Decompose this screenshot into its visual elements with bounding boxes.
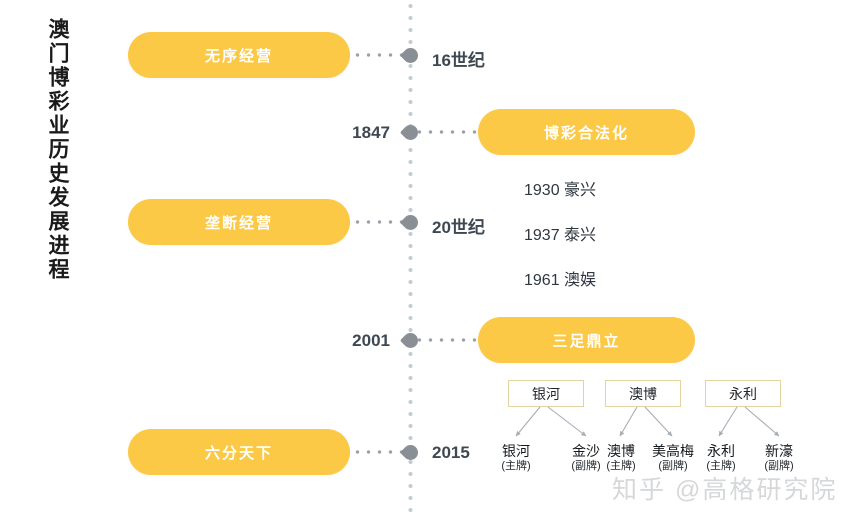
milestone-pill-label: 三足鼎立 xyxy=(552,332,621,350)
license-leaf-name: 新濠 xyxy=(765,443,793,459)
connector-row-3 xyxy=(352,220,408,224)
license-leaf-sub: (副牌) xyxy=(571,460,601,473)
timeline-node-row-5 xyxy=(399,441,422,464)
era-label-row-4: 2001 xyxy=(352,331,390,350)
connector-row-4 xyxy=(414,338,478,342)
license-leaf-sub: (主牌) xyxy=(501,460,531,473)
license-leaf-name: 永利 xyxy=(707,443,735,459)
timeline-axis xyxy=(408,0,413,515)
milestone-pill-label: 博彩合法化 xyxy=(543,124,629,142)
era-label-wrap-row-4: 2001 xyxy=(250,331,390,351)
license-leaf-wynn: 永利 (主牌) xyxy=(690,443,752,473)
era-label-row-3: 20世纪 xyxy=(432,218,485,237)
license-leaf-name: 金沙 xyxy=(572,443,600,459)
timeline-node-row-3 xyxy=(399,211,422,234)
connector-row-5 xyxy=(352,450,408,454)
license-leaf-sub: (副牌) xyxy=(764,460,794,473)
license-group-box-galaxy[interactable]: 银河 xyxy=(508,380,584,407)
license-group-box-wynn[interactable]: 永利 xyxy=(705,380,781,407)
milestone-pill-label: 垄断经营 xyxy=(204,214,273,232)
license-leaf-melco: 新濠 (副牌) xyxy=(748,443,810,473)
license-leaf-name: 美高梅 xyxy=(652,443,694,459)
license-leaf-sands: 金沙 (副牌) xyxy=(555,443,617,473)
milestone-pill-label: 六分天下 xyxy=(204,444,273,462)
license-group-label: 银河 xyxy=(532,385,560,402)
license-group-label: 澳博 xyxy=(629,385,657,402)
license-leaf-galaxy: 银河 (主牌) xyxy=(485,443,547,473)
connector-row-1 xyxy=(352,53,408,57)
license-leaf-sjm: 澳博 (主牌) xyxy=(590,443,652,473)
timeline-node-row-1 xyxy=(399,44,422,67)
license-group-box-sjm[interactable]: 澳博 xyxy=(605,380,681,407)
license-group-label: 永利 xyxy=(729,385,757,402)
era-label-row-5: 2015 xyxy=(432,443,470,462)
license-leaf-mgm: 美高梅 (副牌) xyxy=(639,443,707,473)
license-leaf-sub: (主牌) xyxy=(606,460,636,473)
milestone-pill-row-5[interactable]: 六分天下 xyxy=(128,429,350,475)
page-title: 澳门博彩业历史发展进程 xyxy=(46,18,69,282)
milestone-pill-row-2[interactable]: 博彩合法化 xyxy=(478,109,695,155)
milestone-pill-label: 无序经营 xyxy=(204,47,273,65)
milestone-pill-row-1[interactable]: 无序经营 xyxy=(128,32,350,78)
era-label-row-1: 16世纪 xyxy=(432,51,485,70)
century-detail-item: 1961 澳娱 xyxy=(524,272,597,289)
license-leaf-sub: (副牌) xyxy=(658,460,688,473)
license-leaf-name: 银河 xyxy=(502,443,530,459)
century-detail-item: 1937 泰兴 xyxy=(524,227,597,244)
era-label-wrap-row-2: 1847 xyxy=(250,123,390,143)
era-label-row-2: 1847 xyxy=(352,123,390,142)
license-leaf-sub: (主牌) xyxy=(706,460,736,473)
century-detail-item: 1930 豪兴 xyxy=(524,182,597,199)
license-leaf-name: 澳博 xyxy=(607,443,635,459)
milestone-pill-row-3[interactable]: 垄断经营 xyxy=(128,199,350,245)
connector-row-2 xyxy=(414,130,478,134)
milestone-pill-row-4[interactable]: 三足鼎立 xyxy=(478,317,695,363)
watermark: 知乎 @高格研究院 xyxy=(612,476,838,504)
century-detail-list: 1930 豪兴 1937 泰兴 1961 澳娱 xyxy=(524,176,596,290)
